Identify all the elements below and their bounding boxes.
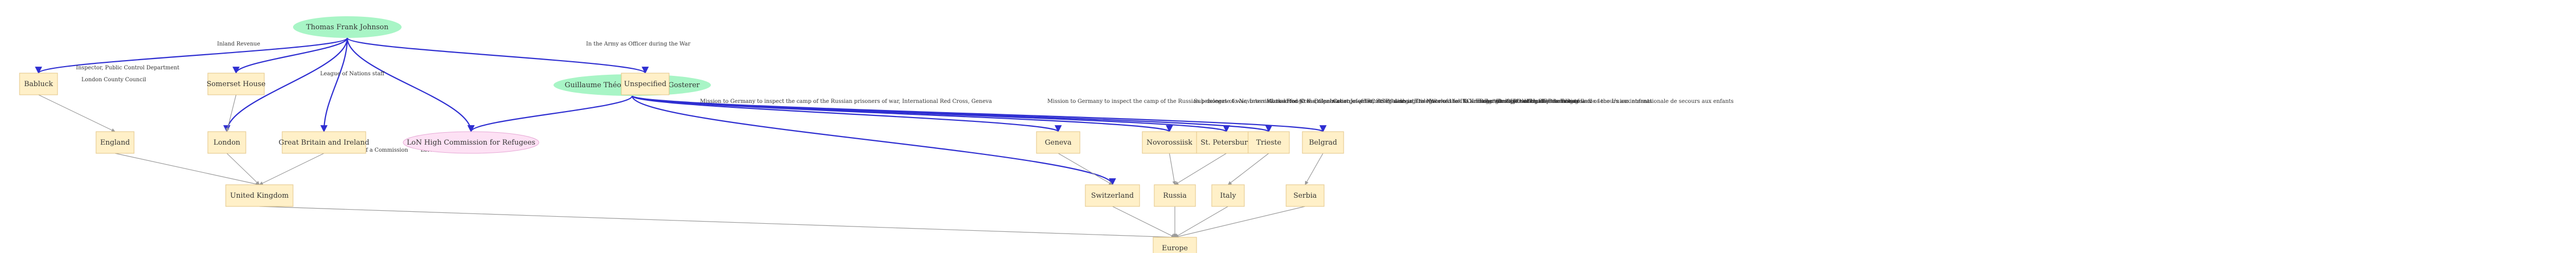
edge-label: In the Army as Officer during the War: [586, 41, 690, 47]
edge-geneva-to-switzerland: [1058, 153, 1113, 185]
node-geneva[interactable]: Geneva: [1036, 131, 1080, 154]
node-england[interactable]: England: [96, 131, 135, 154]
node-lon[interactable]: LoN High Commission for Refugees: [403, 131, 539, 154]
node-serbia[interactable]: Serbia: [1286, 184, 1325, 207]
place-shape: [207, 131, 246, 154]
place-shape: [96, 131, 135, 154]
node-london[interactable]: London: [207, 131, 246, 154]
node-label: Great Britain and Ireland: [278, 139, 369, 147]
node-label: London: [213, 139, 240, 147]
place-shape: [1211, 184, 1245, 207]
node-trieste[interactable]: Trieste: [1248, 131, 1290, 154]
edge-babluck-to-england: [38, 94, 116, 132]
edge-label: Worked for 'O.K. Bulac' Court Jeweller, …: [1430, 99, 1579, 105]
node-label: Thomas Frank Johnson: [306, 23, 389, 31]
edge-stpete-to-russia: [1174, 153, 1227, 185]
organization-shape: [403, 131, 539, 154]
node-russia[interactable]: Russia: [1154, 184, 1196, 207]
edge-novorossiisk-to-russia: [1169, 153, 1176, 185]
node-uk[interactable]: United Kingdom: [225, 184, 294, 207]
edge-label: Mission to Germany to inspect the camp o…: [700, 99, 992, 105]
edge-gtcg-to-lon: [467, 95, 633, 133]
edge-label: Inland Revenue: [217, 41, 260, 47]
node-label: Somerset House: [207, 80, 266, 88]
node-babluck[interactable]: Babluck: [19, 73, 58, 95]
edge-trieste-to-italy: [1227, 153, 1269, 185]
node-label: Geneva: [1045, 139, 1071, 147]
edge-tfj-to-babluck: [35, 37, 348, 74]
edge-tfj-to-somerset: [232, 37, 348, 74]
place-shape: [1286, 184, 1325, 207]
node-unspec[interactable]: Unspecified: [621, 73, 670, 95]
edge-tfj-to-lon: [346, 37, 475, 133]
place-shape: [1036, 131, 1080, 154]
edge-switzerland-to-europe: [1112, 206, 1175, 238]
edge-serbia-to-europe: [1174, 206, 1306, 239]
edge-label: Delegate of the IRC in Belgrade & of the…: [1498, 99, 1734, 105]
edge-gtcg-to-belgrad: [631, 95, 1326, 133]
place-shape: [19, 73, 58, 95]
edge-label: In charge of IRC delegation in Trieste: [1330, 99, 1434, 105]
node-novorossiisk[interactable]: Novorossiisk: [1142, 131, 1197, 154]
person-shape: [293, 16, 402, 38]
node-tfj[interactable]: Thomas Frank Johnson: [293, 16, 402, 38]
node-label: Babluck: [24, 80, 53, 88]
edge-label: London County Council: [81, 77, 146, 83]
edge-label: Mission to Germany to inspect the camp o…: [1047, 99, 1339, 105]
node-label: England: [100, 139, 130, 147]
edge-uk-to-europe: [259, 206, 1175, 239]
edge-london-to-uk: [226, 153, 260, 185]
edge-gbi-to-uk: [259, 153, 325, 185]
edge-label: League of Nations staff: [320, 71, 385, 77]
node-label: Switzerland: [1091, 192, 1134, 200]
edge-tfj-to-gbi: [320, 37, 348, 133]
place-shape: [225, 184, 294, 207]
node-europe[interactable]: Europe: [1153, 237, 1197, 253]
node-label: LoN High Commission for Refugees: [407, 139, 536, 147]
node-label: Trieste: [1256, 139, 1282, 147]
node-switzerland[interactable]: Switzerland: [1085, 184, 1140, 207]
node-label: Unspecified: [624, 80, 666, 88]
place-shape: [1085, 184, 1140, 207]
node-italy[interactable]: Italy: [1211, 184, 1245, 207]
edge-italy-to-europe: [1174, 206, 1229, 238]
node-label: United Kingdom: [230, 192, 289, 200]
place-shape: [282, 131, 366, 154]
edge-label: Sub-delegate to Novorossiisk to arrange …: [1194, 99, 1404, 105]
node-label: Italy: [1220, 192, 1236, 200]
node-label: Novorossiisk: [1147, 139, 1193, 147]
node-gbi[interactable]: Great Britain and Ireland: [278, 131, 370, 154]
edge-label: Delegate of the IRC in Belgrade & of the…: [1416, 99, 1652, 105]
node-stpete[interactable]: St. Petersburg: [1196, 131, 1257, 154]
node-label: Russia: [1163, 192, 1187, 200]
node-label: Europe: [1162, 244, 1188, 252]
place-shape: [1154, 184, 1196, 207]
edges-layer: [35, 37, 1326, 239]
node-label: Serbia: [1293, 192, 1316, 200]
edge-label: In charge of IRC delegation in Trieste: [1475, 99, 1580, 105]
edge-tfj-to-unspec: [346, 37, 649, 74]
place-shape: [1302, 131, 1344, 154]
place-shape: [1196, 131, 1257, 154]
place-shape: [1153, 237, 1197, 253]
edge-tfj-to-london: [223, 37, 348, 133]
edge-label: Sub-delegate to Novorossiisk to arrange …: [1381, 99, 1592, 105]
edge-label: Inspector, Public Control Department: [76, 65, 180, 71]
edge-gtcg-to-switzerland: [631, 95, 1116, 186]
edge-label: Worked for 'O.K. Bulac' Court Jeweller, …: [1267, 99, 1416, 105]
node-label: St. Petersburg: [1200, 139, 1252, 147]
place-shape: [621, 73, 670, 95]
node-somerset[interactable]: Somerset House: [207, 73, 266, 95]
place-shape: [1248, 131, 1290, 154]
node-belgrad[interactable]: Belgrad: [1302, 131, 1344, 154]
edge-belgrad-to-serbia: [1305, 153, 1324, 185]
edge-somerset-to-london: [226, 94, 237, 132]
node-label: Belgrad: [1309, 139, 1337, 147]
edge-england-to-uk: [115, 153, 260, 186]
place-shape: [207, 73, 265, 95]
